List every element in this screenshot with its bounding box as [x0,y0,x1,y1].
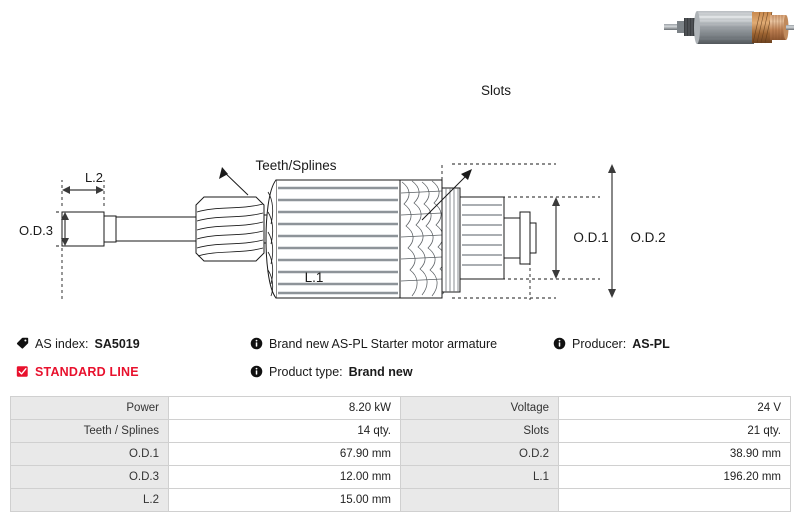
spec-value: 12.00 mm [168,465,401,489]
spec-value: 67.90 mm [168,442,401,466]
dimension-label-od3: O.D.3 [19,223,53,238]
spec-label: O.D.3 [10,465,169,489]
spec-value-empty [558,488,791,512]
dimension-label-od2: O.D.2 [630,230,665,245]
info-column-producer: Producer: AS-PL [553,336,670,357]
spec-label: L.2 [10,488,169,512]
spec-label: Slots [400,419,559,443]
dimension-label-l1: L.1 [305,270,324,285]
producer-value: AS-PL [632,337,670,351]
product-thumbnail[interactable] [658,2,798,52]
as-index-line: AS index: SA5019 [16,336,140,357]
spec-label-empty [400,488,559,512]
info-icon [250,365,263,382]
spec-value: 15.00 mm [168,488,401,512]
table-row: O.D.1 67.90 mm O.D.2 38.90 mm [10,442,791,466]
info-column-index: AS index: SA5019 STANDARD LINE [16,336,140,385]
callout-label-teeth-splines: Teeth/Splines [255,158,336,173]
tag-icon [16,337,29,354]
specifications-table: Power 8.20 kW Voltage 24 V Teeth / Splin… [10,396,791,512]
table-row: Power 8.20 kW Voltage 24 V [10,396,791,420]
standard-line-badge: STANDARD LINE [16,364,140,385]
product-description: Brand new AS-PL Starter motor armature [269,337,498,351]
dimension-label-od1: O.D.1 [573,230,608,245]
callout-label-slots: Slots [481,83,511,98]
product-type-line: Product type: Brand new [250,364,497,385]
checkbox-checked-icon [16,365,29,382]
spec-value: 38.90 mm [558,442,791,466]
info-icon [553,337,566,354]
spec-value: 8.20 kW [168,396,401,420]
as-index-label: AS index: [35,337,89,351]
product-type-label: Product type: [269,365,343,379]
spec-label: Voltage [400,396,559,420]
product-info-row: AS index: SA5019 STANDARD LINE [0,336,800,392]
technical-drawing: L.2 O.D.3 Teeth/Splines Slots O.D.1 O.D.… [0,60,800,328]
spec-label: L.1 [400,465,559,489]
spec-label: O.D.2 [400,442,559,466]
table-row: L.2 15.00 mm [10,488,791,512]
table-row: O.D.3 12.00 mm L.1 196.20 mm [10,465,791,489]
spec-value: 196.20 mm [558,465,791,489]
dimension-label-l2: L.2 [85,170,103,185]
info-column-description: Brand new AS-PL Starter motor armature P… [250,336,497,385]
spec-label: Teeth / Splines [10,419,169,443]
spec-value: 24 V [558,396,791,420]
table-row: Teeth / Splines 14 qty. Slots 21 qty. [10,419,791,443]
as-index-value: SA5019 [94,337,140,351]
spec-value: 21 qty. [558,419,791,443]
spec-label: Power [10,396,169,420]
info-icon [250,337,263,354]
producer-label: Producer: [572,337,627,351]
standard-line-text: STANDARD LINE [35,365,139,379]
description-line: Brand new AS-PL Starter motor armature [250,336,497,357]
spec-label: O.D.1 [10,442,169,466]
spec-value: 14 qty. [168,419,401,443]
specifications-table-body: Power 8.20 kW Voltage 24 V Teeth / Splin… [10,396,791,512]
producer-line: Producer: AS-PL [553,336,670,357]
product-type-value: Brand new [348,365,413,379]
